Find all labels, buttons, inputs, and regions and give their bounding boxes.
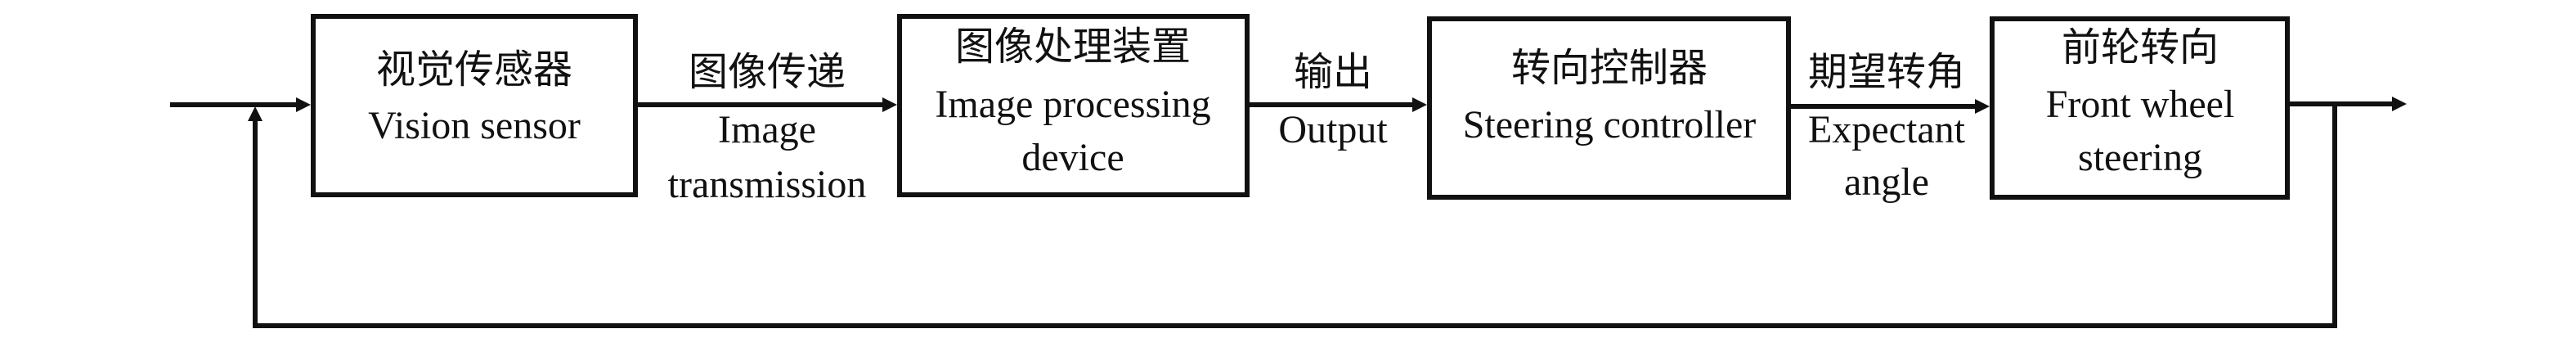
edge-label-zh: 期望转角 xyxy=(1808,51,1965,94)
block-label-en: Image processing xyxy=(935,83,1210,126)
arrow-head xyxy=(882,97,897,112)
block-image-processing-device: 图像处理装置 Image processing device xyxy=(897,14,1250,197)
edge-label-en: transmission xyxy=(668,163,867,206)
block-label-en: Vision sensor xyxy=(368,104,581,147)
block-label-zh: 前轮转向 xyxy=(2062,26,2219,70)
block-label-zh: 转向控制器 xyxy=(1511,47,1708,90)
feedback-line xyxy=(253,104,2337,328)
arrow-head xyxy=(1412,97,1427,112)
block-label-en: device xyxy=(1021,136,1124,179)
arrow-head xyxy=(2392,97,2407,111)
edge-label-en: Expectant xyxy=(1808,108,1966,151)
edge-label-en: Output xyxy=(1278,108,1388,151)
block-steering-controller: 转向控制器 Steering controller xyxy=(1427,16,1791,200)
edge-label-zh: 图像传递 xyxy=(689,51,846,94)
block-label-en: steering xyxy=(2078,136,2202,179)
arrow-head xyxy=(296,97,311,112)
block-label-zh: 视觉传感器 xyxy=(376,48,572,92)
edge-label-output: 输出 Output xyxy=(1278,51,1388,151)
edge-label-expectant-angle: 期望转角 Expectant angle xyxy=(1808,51,1966,204)
arrow-head xyxy=(248,106,263,121)
edge-label-en: Image xyxy=(718,108,816,151)
edge-label-zh: 输出 xyxy=(1294,51,1372,94)
block-label-en: Front wheel xyxy=(2046,83,2235,126)
arrow-head xyxy=(1975,99,1990,114)
block-label-zh: 图像处理装置 xyxy=(955,25,1191,69)
edge-label-image-transmission: 图像传递 Image transmission xyxy=(668,51,867,206)
edge-label-en: angle xyxy=(1844,160,1929,204)
block-vision-sensor: 视觉传感器 Vision sensor xyxy=(311,14,638,197)
block-label-en: Steering controller xyxy=(1463,103,1757,146)
block-front-wheel-steering: 前轮转向 Front wheel steering xyxy=(1990,16,2290,200)
